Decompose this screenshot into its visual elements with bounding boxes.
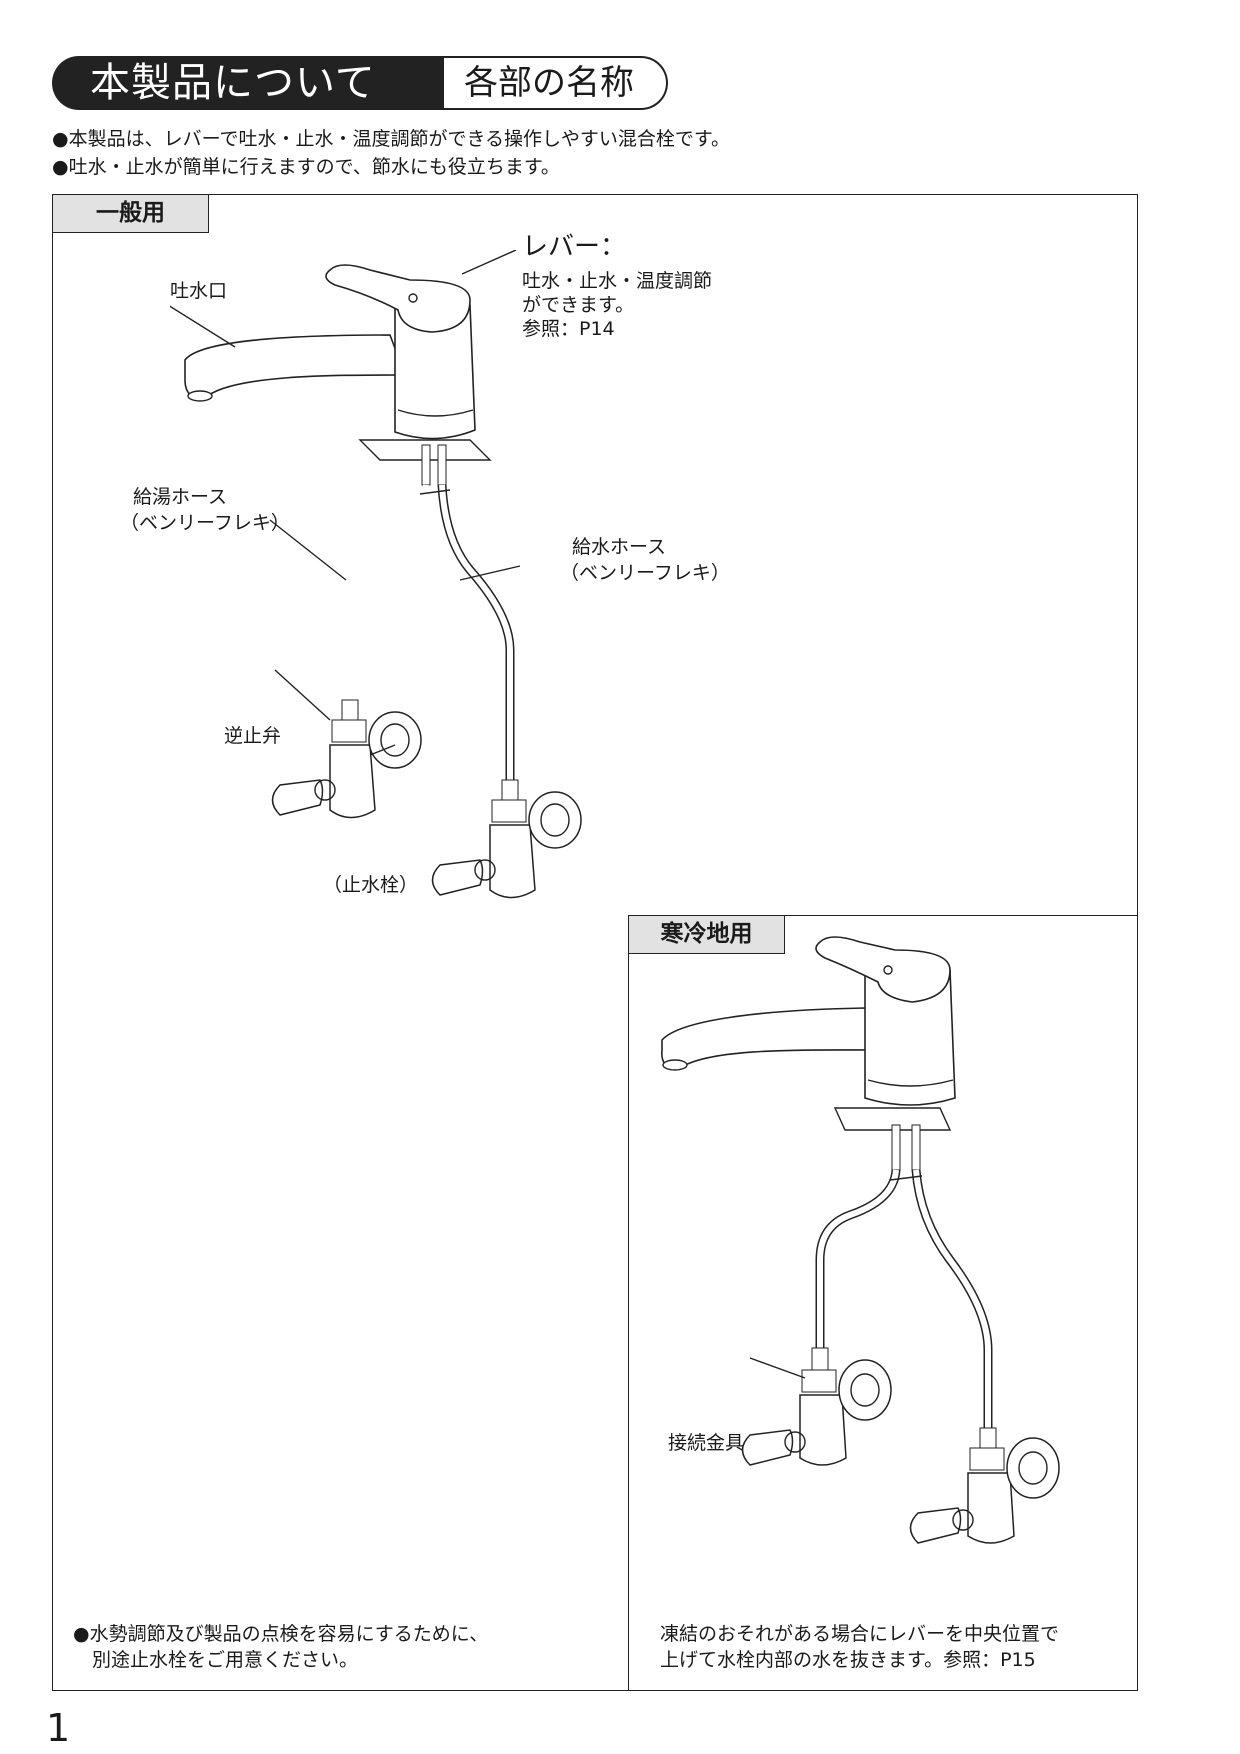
cold-region-faucet-illustration — [661, 936, 1060, 1544]
fitting-label: 接続金具 — [668, 1432, 745, 1454]
cold-note-line-1: 凍結のおそれがある場合にレバーを中央位置で — [660, 1623, 1060, 1645]
cold-hose-sublabel: （ベンリーフレキ） — [560, 562, 730, 584]
cold-hose-label: 給水ホース — [572, 536, 667, 558]
lever-label: レバー： — [522, 232, 627, 262]
general-note-line-2: 別途止水栓をご用意ください。 — [92, 1649, 359, 1671]
general-faucet-illustration — [170, 250, 582, 899]
tab-cold-region: 寒冷地用 — [629, 916, 785, 954]
lever-desc-2: ができます。 — [522, 294, 635, 316]
intro-line-1: ●本製品は、レバーで吐水・止水・温度調節ができる操作しやすい混合栓です。 — [52, 128, 730, 150]
stop-valve-label: （止水栓） — [323, 874, 419, 896]
section-subtitle: 各部の名称 — [444, 56, 668, 110]
cold-note-line-2: 上げて水栓内部の水を抜きます。参照：P15 — [660, 1649, 1036, 1671]
general-note-line-1: ●水勢調節及び製品の点検を容易にするために、 — [73, 1623, 489, 1645]
section-title: 本製品について — [52, 56, 444, 110]
hot-hose-label: 給湯ホース — [133, 486, 228, 508]
lever-desc-1: 吐水・止水・温度調節 — [522, 270, 713, 292]
page-number: 1 — [46, 1706, 71, 1750]
lever-reference: 参照：P14 — [522, 318, 615, 340]
hot-hose-sublabel: （ベンリーフレキ） — [120, 512, 290, 534]
spout-label: 吐水口 — [170, 280, 228, 302]
intro-line-2: ●吐水・止水が簡単に行えますので、節水にも役立ちます。 — [52, 156, 560, 178]
check-valve-label: 逆止弁 — [224, 725, 282, 747]
tab-general: 一般用 — [53, 195, 209, 233]
